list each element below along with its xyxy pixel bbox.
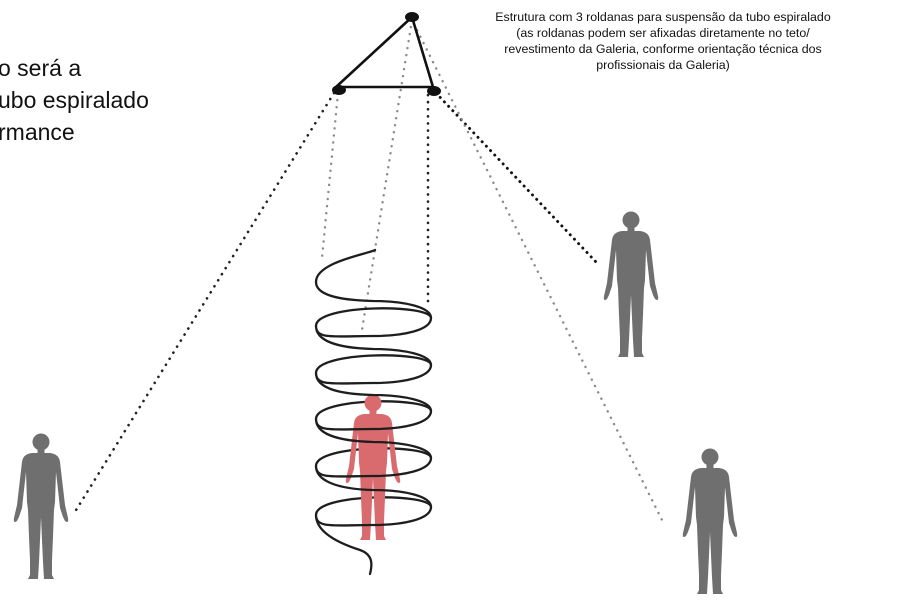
person-spectator-icon [13,433,69,579]
main-text: o será a ubo espiralado rmance [0,52,149,148]
caption-line-3: revestimento da Galeria, conforme orient… [504,42,822,56]
sightline-bottom-right-spectator [412,22,666,526]
main-text-line-3: rmance [0,119,75,145]
caption-line-1: Estrutura com 3 roldanas para suspensão … [495,10,831,24]
cable-top [360,18,414,332]
pulley-icon [405,12,419,22]
pulley-icon [332,85,346,95]
main-text-line-2: ubo espiralado [0,87,149,113]
main-text-line-1: o será a [0,55,82,81]
caption-line-2: (as roldanas podem ser afixadas diretame… [516,26,810,40]
support-triangle [334,15,435,89]
pulley-icon [427,86,441,96]
person-performer-icon [345,394,401,540]
caption-line-4: profissionais da Galeria) [596,58,730,72]
spiral-tube-front [314,280,433,576]
sightline-right-spectator [434,91,598,264]
person-spectator-icon [682,448,738,594]
sightline-left-spectator [71,91,336,517]
dotted-lines [71,18,666,526]
pulley-structure-caption: Estrutura com 3 roldanas para suspensão … [448,9,878,73]
pulley-structure [332,12,441,96]
cable-left [320,91,340,260]
person-spectator-icon [603,211,659,357]
